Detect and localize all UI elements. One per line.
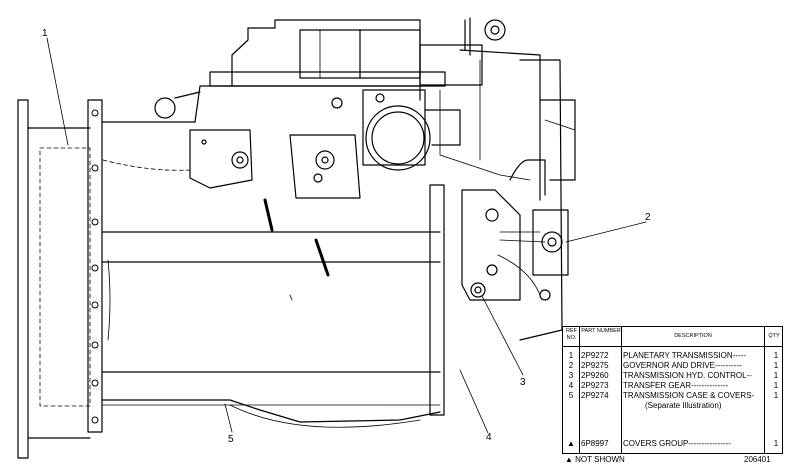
callout-5: 5 (228, 434, 234, 445)
case-body (101, 85, 445, 428)
row-description: TRANSMISSION HYD. CONTROL-- (623, 371, 752, 380)
table-note-row: (Separate Illustration) (563, 401, 782, 411)
mounting-pads (102, 91, 361, 199)
row-qty: 1 (773, 381, 779, 390)
row-description: GOVERNOR AND DRIVE---------- (623, 361, 742, 370)
hydraulic-control (461, 159, 546, 301)
row-description: COVERS GROUP---------------- (623, 439, 731, 448)
table-row: 2 2P9275 GOVERNOR AND DRIVE---------- 1 (563, 361, 782, 371)
header-ref: REF NO. (566, 328, 577, 341)
callout-2: 2 (645, 212, 651, 223)
row-description: TRANSFER GEAR-------------- (623, 381, 729, 390)
table-row: 3 2P9260 TRANSMISSION HYD. CONTROL-- 1 (563, 371, 782, 381)
table-row: 1 2P9272 PLANETARY TRANSMISSION----- 1 (563, 351, 782, 361)
row-qty: 1 (773, 361, 779, 370)
column-divider (764, 327, 765, 453)
governor-assembly (519, 59, 576, 341)
row-ref: 4 (568, 381, 574, 390)
column-divider (579, 327, 580, 453)
row-part-number: 2P9275 (581, 361, 609, 370)
row-description: TRANSMISSION CASE & COVERS- (623, 391, 755, 400)
header-description: DESCRIPTION (674, 333, 712, 339)
row-ref: 5 (568, 391, 574, 400)
parts-table-header: REF NO. PART NUMBER DESCRIPTION QTY (563, 327, 782, 347)
top-housing (209, 17, 541, 201)
row-ref: 3 (568, 371, 574, 380)
callout-1: 1 (42, 28, 48, 39)
column-divider (621, 327, 622, 453)
drawing-number: 206401 (744, 455, 771, 464)
row-ref: ▲ (567, 439, 575, 448)
row-description: PLANETARY TRANSMISSION----- (623, 351, 746, 360)
callout-4: 4 (486, 432, 492, 443)
table-row: 4 2P9273 TRANSFER GEAR-------------- 1 (563, 381, 782, 391)
row-part-number: 2P9273 (581, 381, 609, 390)
pump-cover (362, 89, 531, 181)
not-shown-footnote: ▲ NOT SHOWN (565, 455, 625, 464)
row-part-number: 2P9260 (581, 371, 609, 380)
table-row: ▲ 6P8997 COVERS GROUP---------------- 1 (563, 439, 782, 449)
header-qty: QTY (768, 333, 780, 339)
end-flange (17, 99, 103, 459)
row-part-number: 2P9272 (581, 351, 609, 360)
row-ref: 1 (568, 351, 574, 360)
row-ref: 2 (568, 361, 574, 370)
row-qty: 1 (773, 351, 779, 360)
row-note: (Separate Illustration) (645, 401, 722, 410)
row-part-number: 6P8997 (581, 439, 609, 448)
callout-3: 3 (520, 377, 526, 388)
parts-table: REF NO. PART NUMBER DESCRIPTION QTY 1 2P… (562, 326, 783, 454)
table-row: 5 2P9274 TRANSMISSION CASE & COVERS- 1 (563, 391, 782, 401)
row-qty: 1 (773, 371, 779, 380)
header-part-number: PART NUMBER (581, 328, 621, 334)
row-part-number: 2P9274 (581, 391, 609, 400)
leader-lines (46, 37, 647, 434)
row-qty: 1 (773, 391, 779, 400)
row-qty: 1 (773, 439, 779, 448)
